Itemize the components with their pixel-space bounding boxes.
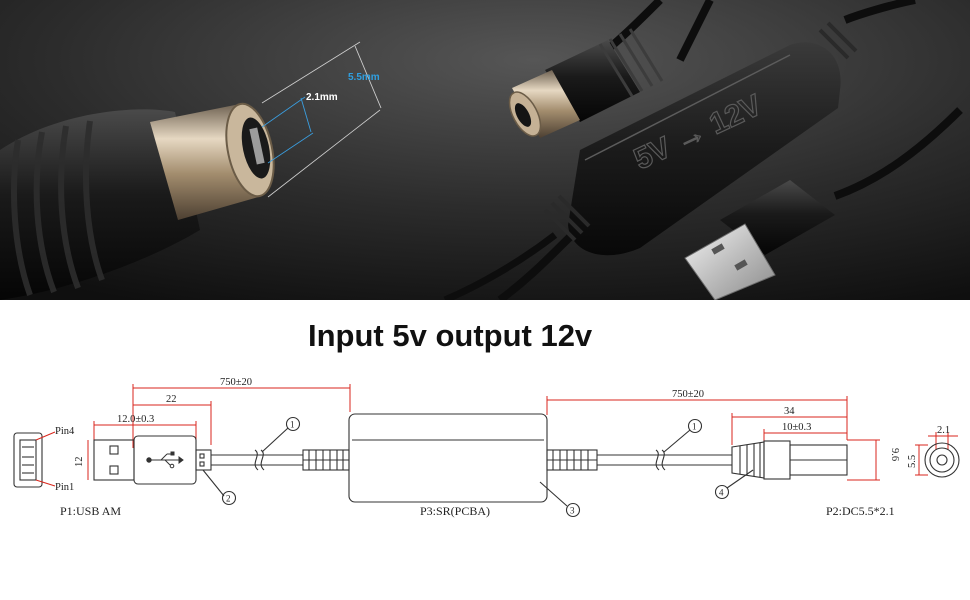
part-label-p1: P1:USB AM [60,504,121,518]
dim-dc-barrel-dia: 5.5 [907,455,918,468]
dim-right-cable: 750±20 [672,389,704,400]
dc-end-view [924,442,960,478]
callout-4: 4 [719,488,724,498]
product-photo: 5.5mm 2.1mm 5V → 12V [0,0,970,300]
usb-end-view: Pin4 Pin1 [13,426,75,493]
pin1-label: Pin1 [55,482,74,493]
callout-3: 3 [570,506,575,516]
part-label-p3: P3:SR(PCBA) [420,504,490,518]
callouts: 1 1 2 3 4 [202,416,754,518]
callout-1-right: 1 [692,422,697,432]
left-strain-relief [302,449,350,471]
dim-dc-barrel: 10±0.3 [782,422,811,433]
dimension-lines: 750±20 22 12.0±0.3 12 750±20 34 10±0.3 9… [74,377,958,481]
part-label-p2: P2:DC5.5*2.1 [826,504,895,518]
dim-outer-label: 5.5mm [348,72,380,83]
dim-left-cable: 750±20 [220,377,252,388]
dim-dc-pin: 2.1 [937,425,950,436]
photo-dimension-marks: 5.5mm 2.1mm [261,41,382,198]
dim-dc-outer: 9.6 [889,448,900,461]
headline: Input 5v output 12v [308,318,593,353]
technical-drawing: Input 5v output 12v 750±20 22 12.0±0.3 1… [0,300,970,600]
dim-usb-height: 12 [74,457,85,468]
dim-usb-overall: 22 [166,394,177,405]
callout-2: 2 [226,494,231,504]
dim-dc-overall: 34 [784,406,795,417]
right-strain-relief [546,449,598,471]
dc-plug-side-view [731,440,848,480]
dc-plug-closeup [0,102,275,300]
pin4-label: Pin4 [55,426,75,437]
dim-usb-plug: 12.0±0.3 [117,414,154,425]
right-cable [597,449,732,471]
callout-1-left: 1 [290,420,295,430]
dim-inner-label: 2.1mm [306,92,338,103]
usb-plug-side-view [93,435,212,485]
